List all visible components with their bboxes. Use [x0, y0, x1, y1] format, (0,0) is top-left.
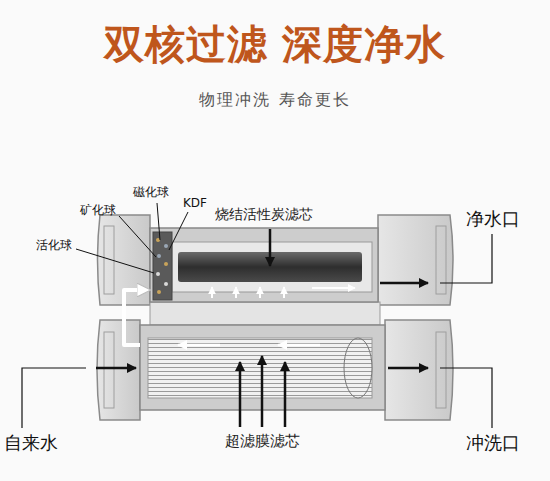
- port-label: 冲洗口: [466, 432, 520, 454]
- port-label: 自来水: [4, 432, 58, 454]
- filter-cartridge: 烧结活性炭滤芯: [150, 228, 378, 302]
- part-label: 磁化球: [133, 185, 169, 199]
- subtitle: 物理冲洗 寿命更长: [0, 90, 550, 109]
- title: 双核过滤 深度净水: [0, 20, 550, 68]
- part-label: KDF: [183, 196, 207, 210]
- filter-cartridge: 超滤膜滤芯: [140, 325, 385, 410]
- part-label: 矿化球: [80, 203, 116, 217]
- flow-arrow: [124, 290, 148, 345]
- cartridge-label: 烧结活性炭滤芯: [215, 206, 313, 223]
- cartridge-label: 超滤膜滤芯: [225, 432, 300, 450]
- port-label: 净水口: [466, 208, 520, 230]
- part-label: 活化球: [36, 238, 72, 252]
